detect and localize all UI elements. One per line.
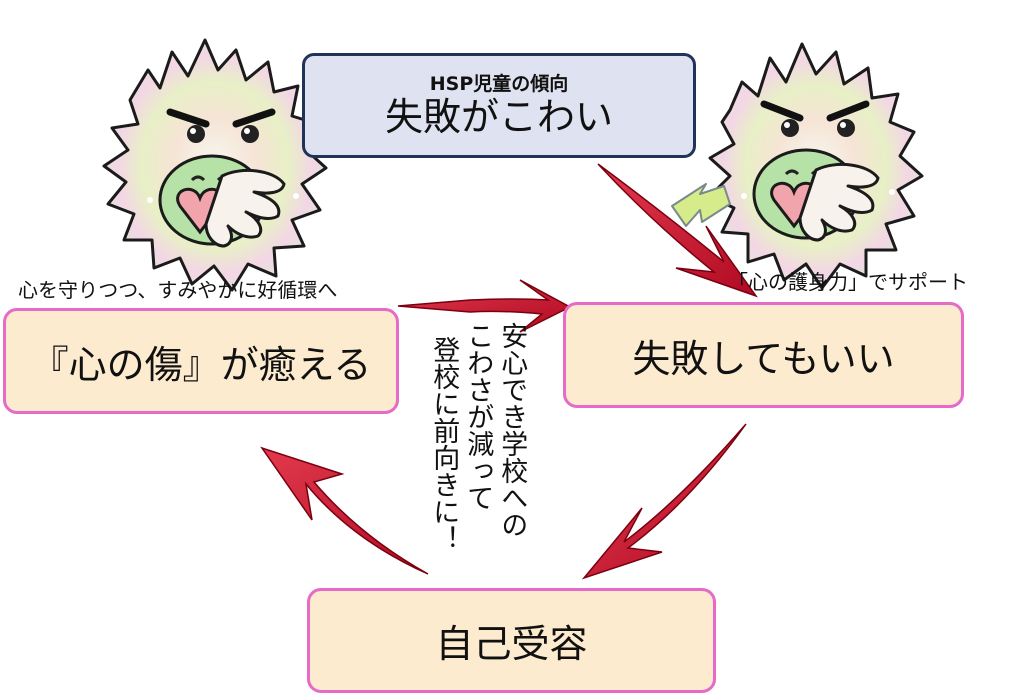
ok-to-fail-box: 失敗してもいい <box>563 302 964 408</box>
left-character-icon <box>102 38 328 292</box>
self-acceptance-text: 自己受容 <box>435 622 588 666</box>
vertical-text-col-3: 登校に前向きに！ <box>428 336 460 552</box>
support-arrow <box>671 183 731 227</box>
right-character-icon <box>708 42 924 290</box>
fear-of-failure-text: 失敗がこわい <box>384 95 613 140</box>
arrow-acceptance-to-heal <box>260 446 429 575</box>
arrow-ok-to-acceptance <box>581 423 747 580</box>
hsp-tendency-label: HSP児童の傾向 <box>429 73 569 96</box>
heart-wound-heals-text: 『心の傷』が癒える <box>30 342 372 387</box>
arrow-fear-to-ok <box>597 163 758 298</box>
heart-wound-heals-box: 『心の傷』が癒える <box>3 308 399 414</box>
ok-to-fail-text: 失敗してもいい <box>632 336 895 381</box>
support-label: 「心の護身力」でサポート <box>728 270 968 294</box>
vertical-text-col-1: 安心でき学校への <box>496 322 528 538</box>
hsp-tendency-box: HSP児童の傾向 失敗がこわい <box>302 53 696 158</box>
protect-heart-label: 心を守りつつ、すみやかに好循環へ <box>18 278 338 302</box>
vertical-text-col-2: こわさが減って <box>462 322 494 511</box>
self-acceptance-box: 自己受容 <box>307 588 716 693</box>
